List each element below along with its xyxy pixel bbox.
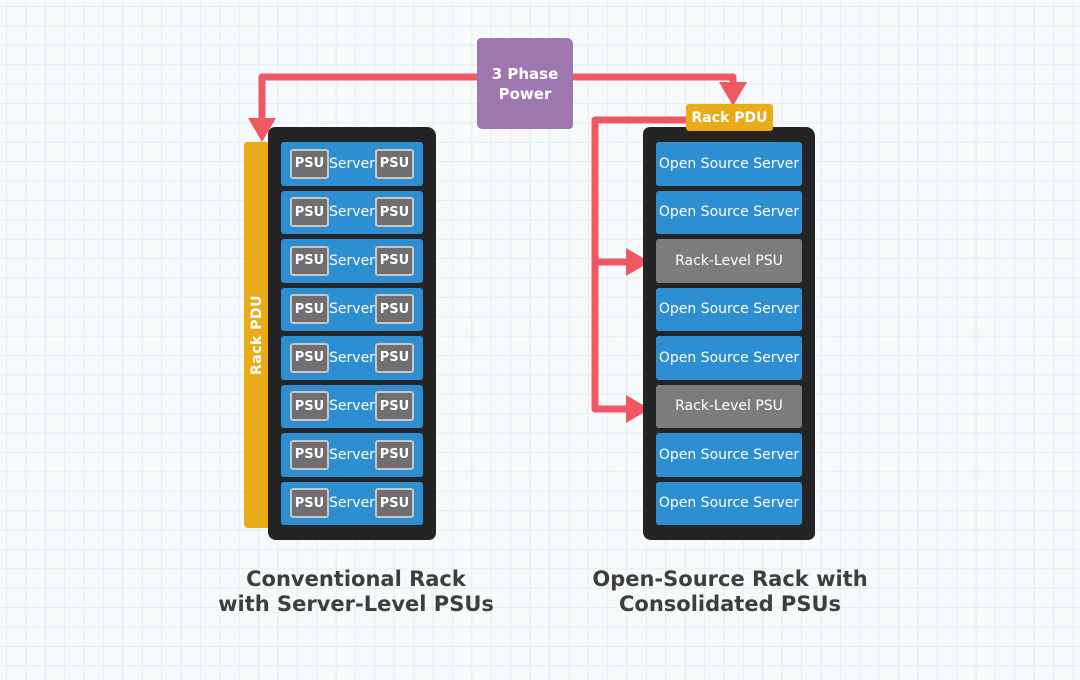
open-source-server-row: Open Source Server	[656, 336, 802, 380]
right-rack-caption: Open-Source Rack with Consolidated PSUs	[570, 567, 890, 617]
right-rack-pdu-label: Rack PDU	[691, 109, 768, 126]
psu-left-box: PSU	[290, 245, 330, 276]
left-caption-line2: with Server-Level PSUs	[218, 592, 494, 616]
server-label: Server	[329, 204, 375, 221]
open-source-server-row: Open Source Server	[656, 287, 802, 331]
psu-right-box: PSU	[374, 197, 414, 228]
psu-right-box: PSU	[374, 391, 414, 422]
psu-left-box: PSU	[290, 148, 330, 179]
psu-right-box: PSU	[374, 148, 414, 179]
psu-right-box: PSU	[374, 439, 414, 470]
left-rack-pdu-bar: Rack PDU	[244, 142, 270, 528]
rack-level-psu-row: Rack-Level PSU	[656, 384, 802, 428]
open-source-server-row: Open Source Server	[656, 433, 802, 477]
psu-left-box: PSU	[290, 294, 330, 325]
server-label: Server	[329, 301, 375, 318]
server-label: Server	[329, 398, 375, 415]
server-label: Server	[329, 155, 375, 172]
power-label-line2: Power	[498, 84, 552, 103]
left-caption-line1: Conventional Rack	[246, 567, 466, 591]
psu-left-box: PSU	[290, 439, 330, 470]
psu-right-box: PSU	[374, 342, 414, 373]
rack-level-psu-row: Rack-Level PSU	[656, 239, 802, 283]
open-source-server-row: Open Source Server	[656, 481, 802, 525]
right-caption-line1: Open-Source Rack with	[592, 567, 868, 591]
psu-left-box: PSU	[290, 197, 330, 228]
left-rack-pdu-label: Rack PDU	[249, 295, 265, 375]
power-line-to-left-pdu	[258, 73, 481, 124]
arrowhead-lower-psu	[626, 395, 650, 423]
psu-right-box: PSU	[374, 294, 414, 325]
power-label-line1: 3 Phase	[491, 64, 559, 83]
right-rack-pdu-box: Rack PDU	[686, 104, 773, 131]
open-source-server-row: Open Source Server	[656, 190, 802, 234]
arrowhead-upper-psu	[626, 248, 650, 276]
psu-left-box: PSU	[290, 488, 330, 519]
open-source-server-row: Open Source Server	[656, 142, 802, 186]
psu-left-box: PSU	[290, 391, 330, 422]
power-line-to-right-pdu	[569, 73, 737, 88]
server-label: Server	[329, 252, 375, 269]
right-caption-line2: Consolidated PSUs	[618, 592, 841, 616]
server-label: Server	[329, 446, 375, 463]
server-label: Server	[329, 349, 375, 366]
psu-right-box: PSU	[374, 245, 414, 276]
left-rack-caption: Conventional Rack with Server-Level PSUs	[196, 567, 516, 617]
psu-right-box: PSU	[374, 488, 414, 519]
server-label: Server	[329, 495, 375, 512]
arrowhead-left-pdu	[248, 118, 276, 142]
psu-left-box: PSU	[290, 342, 330, 373]
three-phase-power-box: 3 Phase Power	[477, 38, 573, 129]
arrowhead-right-pdu	[719, 82, 747, 106]
